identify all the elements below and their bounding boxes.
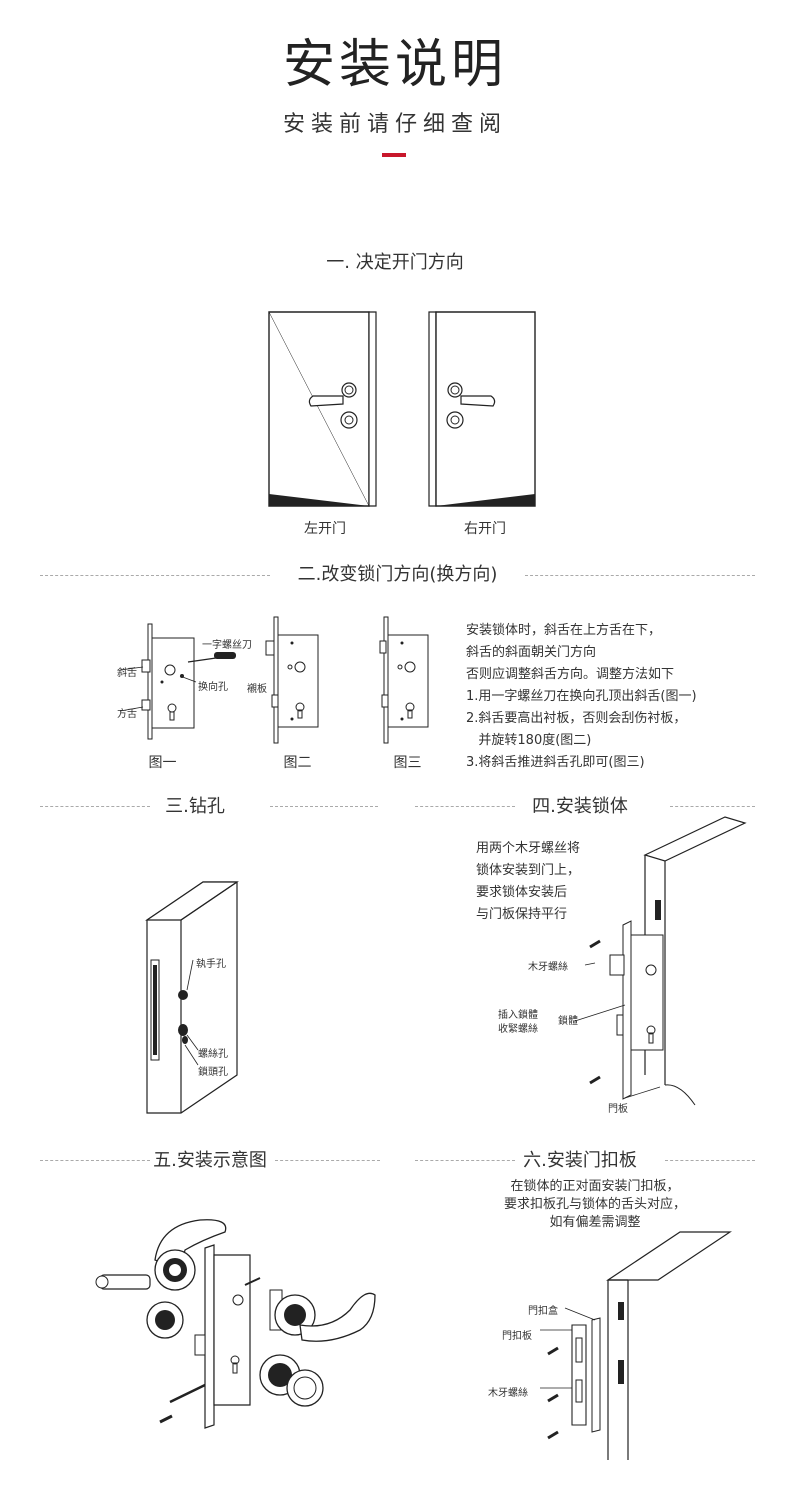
tighten-label: 收緊螺絲 (498, 1024, 538, 1035)
divider (415, 1160, 515, 1161)
figure-2-illustration (262, 615, 332, 745)
divider (40, 575, 270, 576)
instruction-line: 2.斜舌要高出衬板，否则会刮伤衬板， (466, 711, 687, 726)
strike-plate-label: 門扣板 (502, 1331, 532, 1342)
instruction-line: 安装锁体时，斜舌在上方舌在下， (466, 623, 662, 638)
text-line: 用两个木牙螺丝将 (476, 841, 581, 856)
lock-body-install-illustration (585, 815, 775, 1115)
cylinder-hole-label: 鎖頭孔 (198, 1067, 228, 1078)
instruction-line: 否则应调整斜舌方向。调整方法如下 (466, 667, 675, 682)
page-subtitle: 安装前请仔细查阅 (282, 112, 507, 137)
strike-box-label: 門扣盒 (528, 1306, 558, 1317)
section6-heading: 六.安装门扣板 (523, 1150, 637, 1171)
divider (415, 806, 515, 807)
text-line: 如有偏差需调整 (549, 1215, 641, 1230)
door-label: 門板 (608, 1104, 628, 1115)
fig3-caption: 图三 (393, 755, 422, 771)
fig2-caption: 图二 (283, 755, 312, 771)
divider (40, 806, 150, 807)
text-line: 要求锁体安装后 (476, 885, 568, 900)
instruction-line: 3.将斜舌推进斜舌孔即可(图三) (466, 755, 645, 770)
fig1-latch-label: 斜舌 (117, 668, 137, 679)
insert-label: 插入鎖體 (498, 1010, 538, 1021)
divider (275, 1160, 380, 1161)
right-door-illustration (425, 310, 540, 510)
text-line: 锁体安装到门上， (476, 863, 581, 878)
section4-heading: 四.安装锁体 (532, 796, 628, 817)
divider (670, 806, 755, 807)
section1-heading: 一. 决定开门方向 (326, 252, 464, 273)
section5-heading: 五.安装示意图 (153, 1150, 267, 1171)
fig1-hole-label: 换向孔 (198, 682, 228, 693)
divider (525, 575, 755, 576)
lock-body-label: 鎖體 (558, 1016, 578, 1027)
section2-heading: 二.改变锁门方向(换方向) (297, 564, 498, 585)
accent-bar (382, 153, 406, 157)
fig1-caption: 图一 (148, 755, 177, 771)
left-door-caption: 左开门 (304, 521, 346, 537)
divider (270, 806, 378, 807)
right-door-caption: 右开门 (464, 521, 506, 537)
text-line: 要求扣板孔与锁体的舌头对应， (503, 1197, 686, 1212)
text-line: 在锁体的正对面安装门扣板， (510, 1179, 680, 1194)
section6-text: 在锁体的正对面安装门扣板， 要求扣板孔与锁体的舌头对应， 如有偏差需调整 (470, 1178, 720, 1232)
section4-text: 用两个木牙螺丝将 锁体安装到门上， 要求锁体安装后 与门板保持平行 (476, 838, 656, 926)
screw-hole-label: 螺絲孔 (198, 1049, 228, 1060)
instruction-line: 斜舌的斜面朝关门方向 (466, 645, 597, 660)
text-line: 与门板保持平行 (476, 907, 568, 922)
divider (40, 1160, 150, 1161)
figure-3-illustration (372, 615, 442, 745)
fig1-deadbolt-label: 方舌 (117, 709, 137, 720)
section3-heading: 三.钻孔 (165, 796, 225, 817)
exploded-assembly-illustration (90, 1190, 390, 1430)
fig2-plate-label: 襯板 (247, 684, 267, 695)
strike-plate-install-illustration (540, 1230, 775, 1465)
figure-1-illustration (110, 620, 236, 745)
page-title: 安装说明 (282, 35, 507, 95)
drilling-illustration (143, 880, 243, 1115)
instruction-line: 1.用一字螺丝刀在换向孔顶出斜舌(图一) (466, 689, 697, 704)
divider (665, 1160, 755, 1161)
section2-instructions: 安装锁体时，斜舌在上方舌在下， 斜舌的斜面朝关门方向 否则应调整斜舌方向。调整方… (466, 620, 766, 774)
strike-wood-screw-label: 木牙螺絲 (488, 1388, 528, 1399)
left-door-illustration (265, 310, 380, 510)
handle-hole-label: 執手孔 (196, 959, 226, 970)
fig1-screwdriver-label: 一字螺丝刀 (202, 640, 252, 651)
wood-screw-label: 木牙螺絲 (528, 962, 568, 973)
instruction-line: 并旋转180度(图二) (466, 733, 592, 748)
